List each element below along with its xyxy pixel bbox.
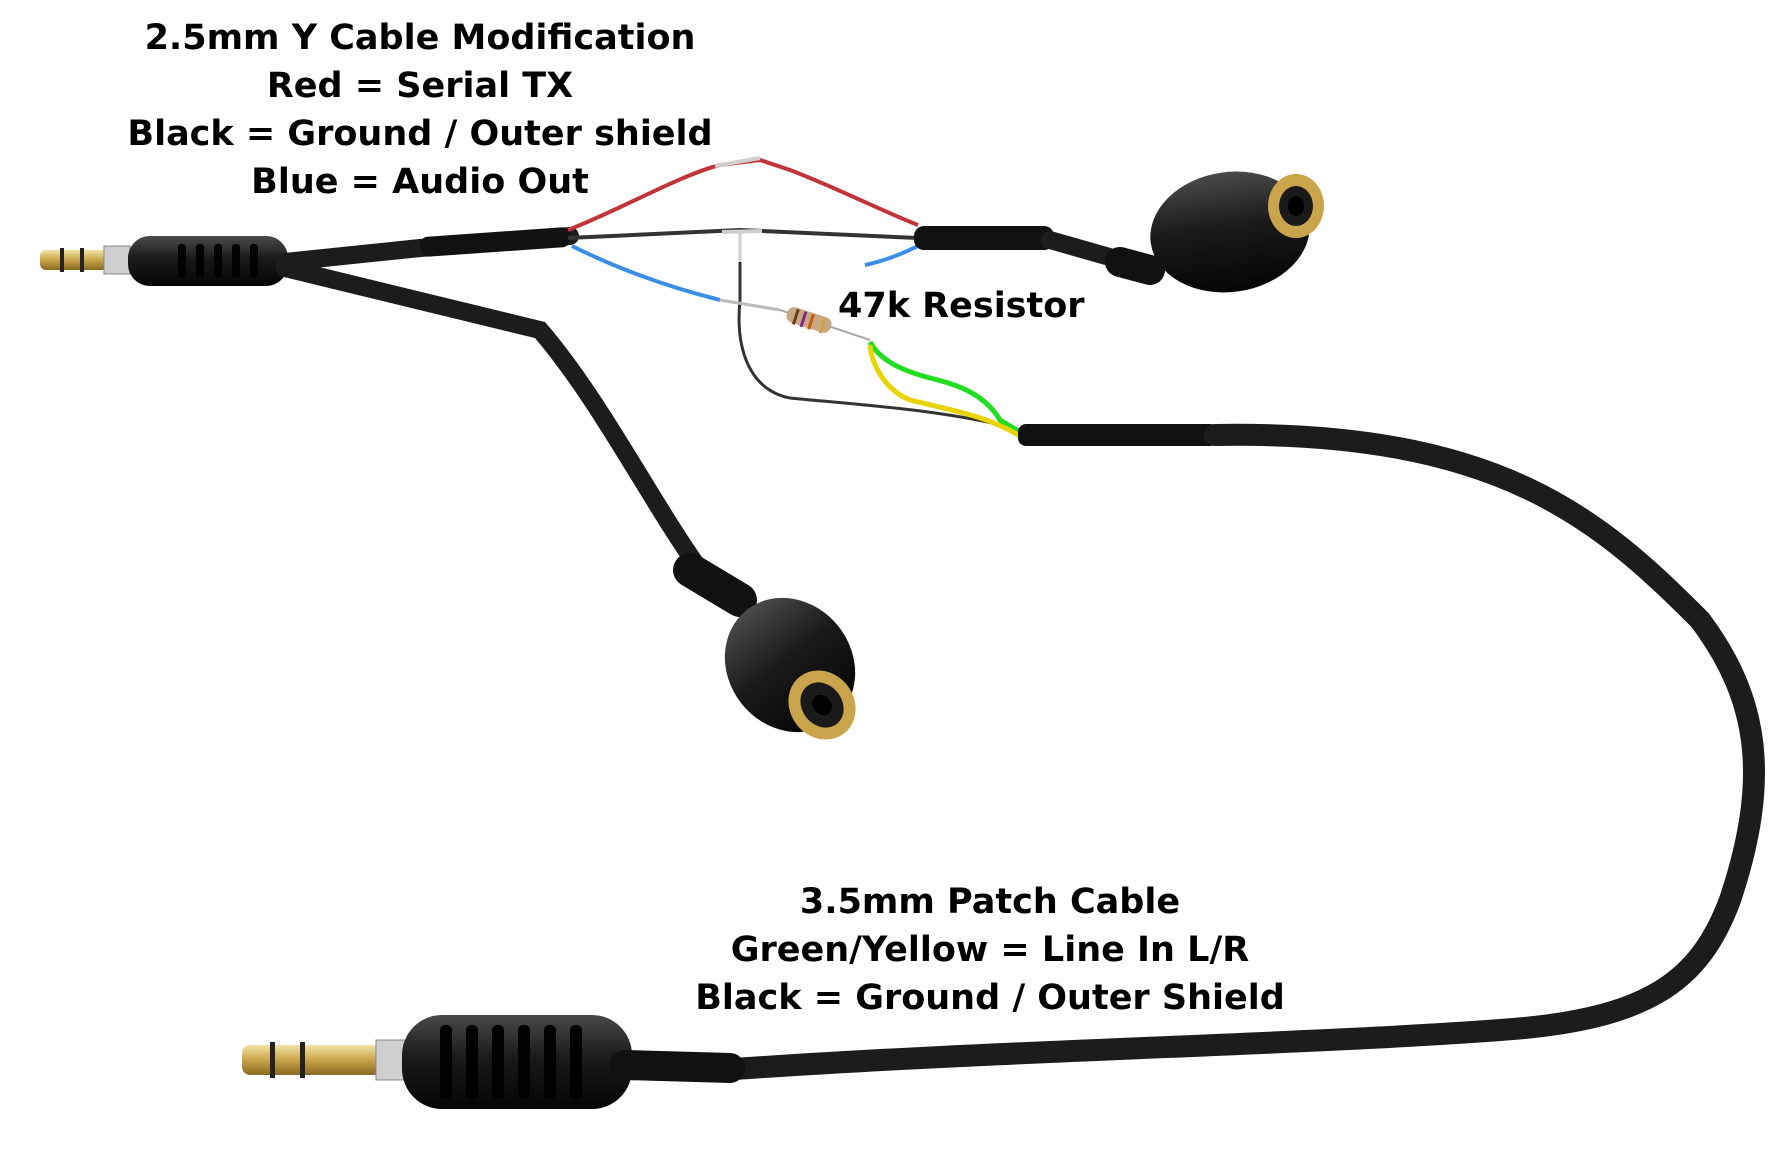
audio-to-resistor-wire	[719, 298, 781, 312]
male-plug-3-5mm	[242, 1015, 745, 1109]
patch-cable-line-black: Black = Ground / Outer Shield	[695, 978, 1285, 1018]
patch-cable-title: 3.5mm Patch Cable	[799, 882, 1181, 922]
y-cable-line-red: Red = Serial TX	[266, 66, 574, 106]
patch-cable-label: 3.5mm Patch Cable Green/Yellow = Line In…	[690, 878, 1290, 1022]
female-socket-bottom	[673, 553, 856, 740]
y-cable-line-blue: Blue = Audio Out	[251, 162, 589, 202]
heat-shrink-left	[420, 227, 570, 257]
blue-wire-right	[864, 244, 919, 267]
patch-cable-3-5mm	[709, 423, 1765, 1081]
female-socket-top	[914, 171, 1324, 293]
patch-cable-line-green-yellow: Green/Yellow = Line In L/R	[730, 930, 1250, 970]
blue-wire	[571, 244, 721, 302]
y-cable-line-black: Black = Ground / Outer shield	[127, 114, 713, 154]
green-wire	[867, 340, 1022, 435]
yellow-wire	[867, 344, 1022, 439]
y-cable-label: 2.5mm Y Cable Modification Red = Serial …	[120, 14, 720, 206]
ground-branch-wire	[737, 232, 1021, 432]
y-cable-wires	[567, 156, 1021, 432]
red-wire-stripped	[714, 156, 761, 168]
y-cable-title: 2.5mm Y Cable Modification	[144, 18, 696, 58]
resistor-label: 47k Resistor	[838, 286, 1085, 326]
male-plug-2-5mm	[40, 236, 288, 286]
y-cable-lower-branch	[276, 259, 709, 579]
resistor-47k	[779, 307, 871, 341]
black-wire-stripped	[721, 229, 763, 234]
